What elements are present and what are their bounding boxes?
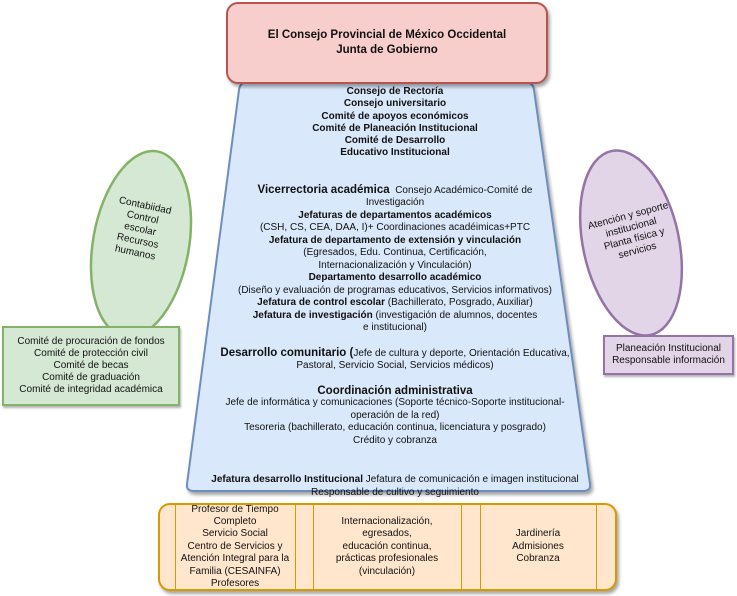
comunitario-title: Desarrollo comunitario ( (220, 346, 354, 359)
vicerrectoria-desc2: Investigación (365, 197, 425, 209)
cell-item: Centro de Servicios y (187, 540, 283, 552)
planeacion-box: Planeación Institucional Responsable inf… (603, 335, 734, 375)
column-divider (596, 505, 597, 589)
vicerrectoria-section: Vicerrectoria académica Consejo Académic… (200, 184, 590, 335)
control-escolar-title: Jefatura de control escolar (257, 297, 385, 309)
cell-item: Atención Integral para la (180, 553, 290, 565)
jefaturas-deptos-desc: (CSH, CS, CEA, DAA, I)+ Coordinaciones a… (259, 222, 531, 234)
council-item: Comité de Planeación Institucional (312, 122, 478, 134)
bottom-cell-vinculacion: Internacionalización, egresados, educaci… (313, 505, 461, 589)
councils-list: Consejo de Rectoría Consejo universitari… (200, 86, 590, 160)
comunitario-section: Desarrollo comunitario (Jefe de cultura … (200, 347, 590, 373)
desarrollo-academico-title: Departamento desarrollo académico (308, 272, 482, 284)
cell-item: prácticas profesionales (335, 553, 439, 565)
council-item: Consejo universitario (343, 98, 447, 110)
administrativa-line: Crédito y cobranza (353, 434, 437, 446)
vicerrectoria-title: Vicerrectoria académica (257, 183, 390, 196)
committee-item: Comité de becas (53, 360, 129, 371)
cell-item: Familia (CESAINFA) (189, 565, 281, 577)
extension-desc2: Internacionalización y Vinculación) (318, 259, 472, 271)
committee-item: Comité de graduación (42, 372, 140, 383)
cell-item: Internacionalización, (341, 515, 433, 527)
comunitario-desc2: Pastoral, Servicio Social, Servicios méd… (296, 360, 494, 372)
control-escolar-desc: (Bachillerato, Posgrado, Auxiliar) (384, 297, 533, 309)
administrativa-line: Tesoreria (bachillerato, educación conti… (244, 422, 546, 434)
cell-item: educación continua, (342, 540, 432, 552)
desarrollo-institucional-title: Jefatura desarrollo Institucional (211, 474, 364, 486)
council-item: Educativo Institucional (340, 147, 450, 159)
vicerrectoria-desc: Consejo Académico-Comité de (395, 184, 533, 196)
column-divider (461, 505, 462, 589)
bottom-services-box: Profesor de Tiempo Completo Servicio Soc… (158, 503, 617, 591)
right-ellipse-shape (578, 149, 684, 337)
rectoria-trapezoid: Consejo de Rectoría Consejo universitari… (200, 86, 590, 498)
cell-item: Completo (213, 515, 257, 527)
administrativa-line: operación de la red) (350, 409, 440, 421)
desarrollo-institucional-desc1: Jefatura de comunicación e imagen instit… (363, 474, 579, 486)
investigacion-desc1: (investigación de alumnos, docentes (372, 309, 538, 321)
top-box-line1: El Consejo Provincial de México Occident… (267, 29, 507, 41)
council-item: Consejo de Rectoría (346, 86, 444, 97)
bottom-cell-personal: Profesor de Tiempo Completo Servicio Soc… (175, 505, 295, 589)
committees-box: Comité de procuración de fondos Comité d… (2, 326, 180, 406)
cell-item: Servicio Social (202, 528, 268, 540)
administrativa-line: Jefe de informática y comunicaciones (So… (225, 397, 565, 409)
bottom-cell-servicios: Jardinería Admisiones Cobranza (480, 505, 596, 589)
comunitario-desc1: Jefe de cultura y deporte, Orientación E… (353, 347, 570, 359)
desarrollo-institucional-section: Jefatura desarrollo Institucional Jefatu… (200, 474, 590, 499)
column-divider (480, 505, 481, 589)
administrativa-section: Coordinación administrativa Jefe de info… (200, 385, 590, 448)
desarrollo-academico-desc: (Diseño y evaluación de programas educat… (237, 284, 553, 296)
trapezoid-shape (185, 81, 592, 492)
planeacion-item: Planeación Institucional (615, 343, 722, 354)
investigacion-desc2: e institucional) (363, 322, 427, 334)
administrativa-title: Coordinación administrativa (317, 384, 473, 397)
council-item: Comité de apoyos económicos (321, 110, 469, 122)
investigacion-title: Jefatura de investigación (252, 309, 373, 321)
column-divider (175, 505, 176, 589)
cell-item: Jardinería (515, 528, 561, 540)
committee-item: Comité de procuración de fondos (17, 336, 165, 347)
committee-item: Comité de protección civil (34, 348, 148, 359)
cell-item: egresados, (362, 528, 412, 540)
council-item: Comité de Desarrollo (344, 135, 446, 147)
planeacion-item: Responsable información (612, 355, 725, 366)
committee-item: Comité de integridad académica (19, 384, 163, 395)
extension-desc1: (Egresados, Edu. Continua, Certificación… (303, 247, 487, 259)
cell-item: Profesor de Tiempo (191, 503, 279, 515)
cell-item: (vinculación) (358, 565, 416, 577)
cell-item: Profesores (210, 578, 260, 590)
extension-title: Jefatura de departamento de extensión y … (268, 234, 522, 246)
cell-item: Cobranza (516, 553, 560, 565)
column-divider (295, 505, 296, 589)
desarrollo-institucional-desc2: Responsable de cultivo y seguimiento (311, 486, 479, 498)
junta-de-gobierno-box: El Consejo Provincial de México Occident… (226, 2, 548, 84)
jefaturas-deptos-title: Jefaturas de departamentos académicos (298, 209, 492, 221)
top-box-line2: Junta de Gobierno (336, 44, 438, 56)
column-divider (313, 505, 314, 589)
cell-item: Admisiones (512, 540, 564, 552)
